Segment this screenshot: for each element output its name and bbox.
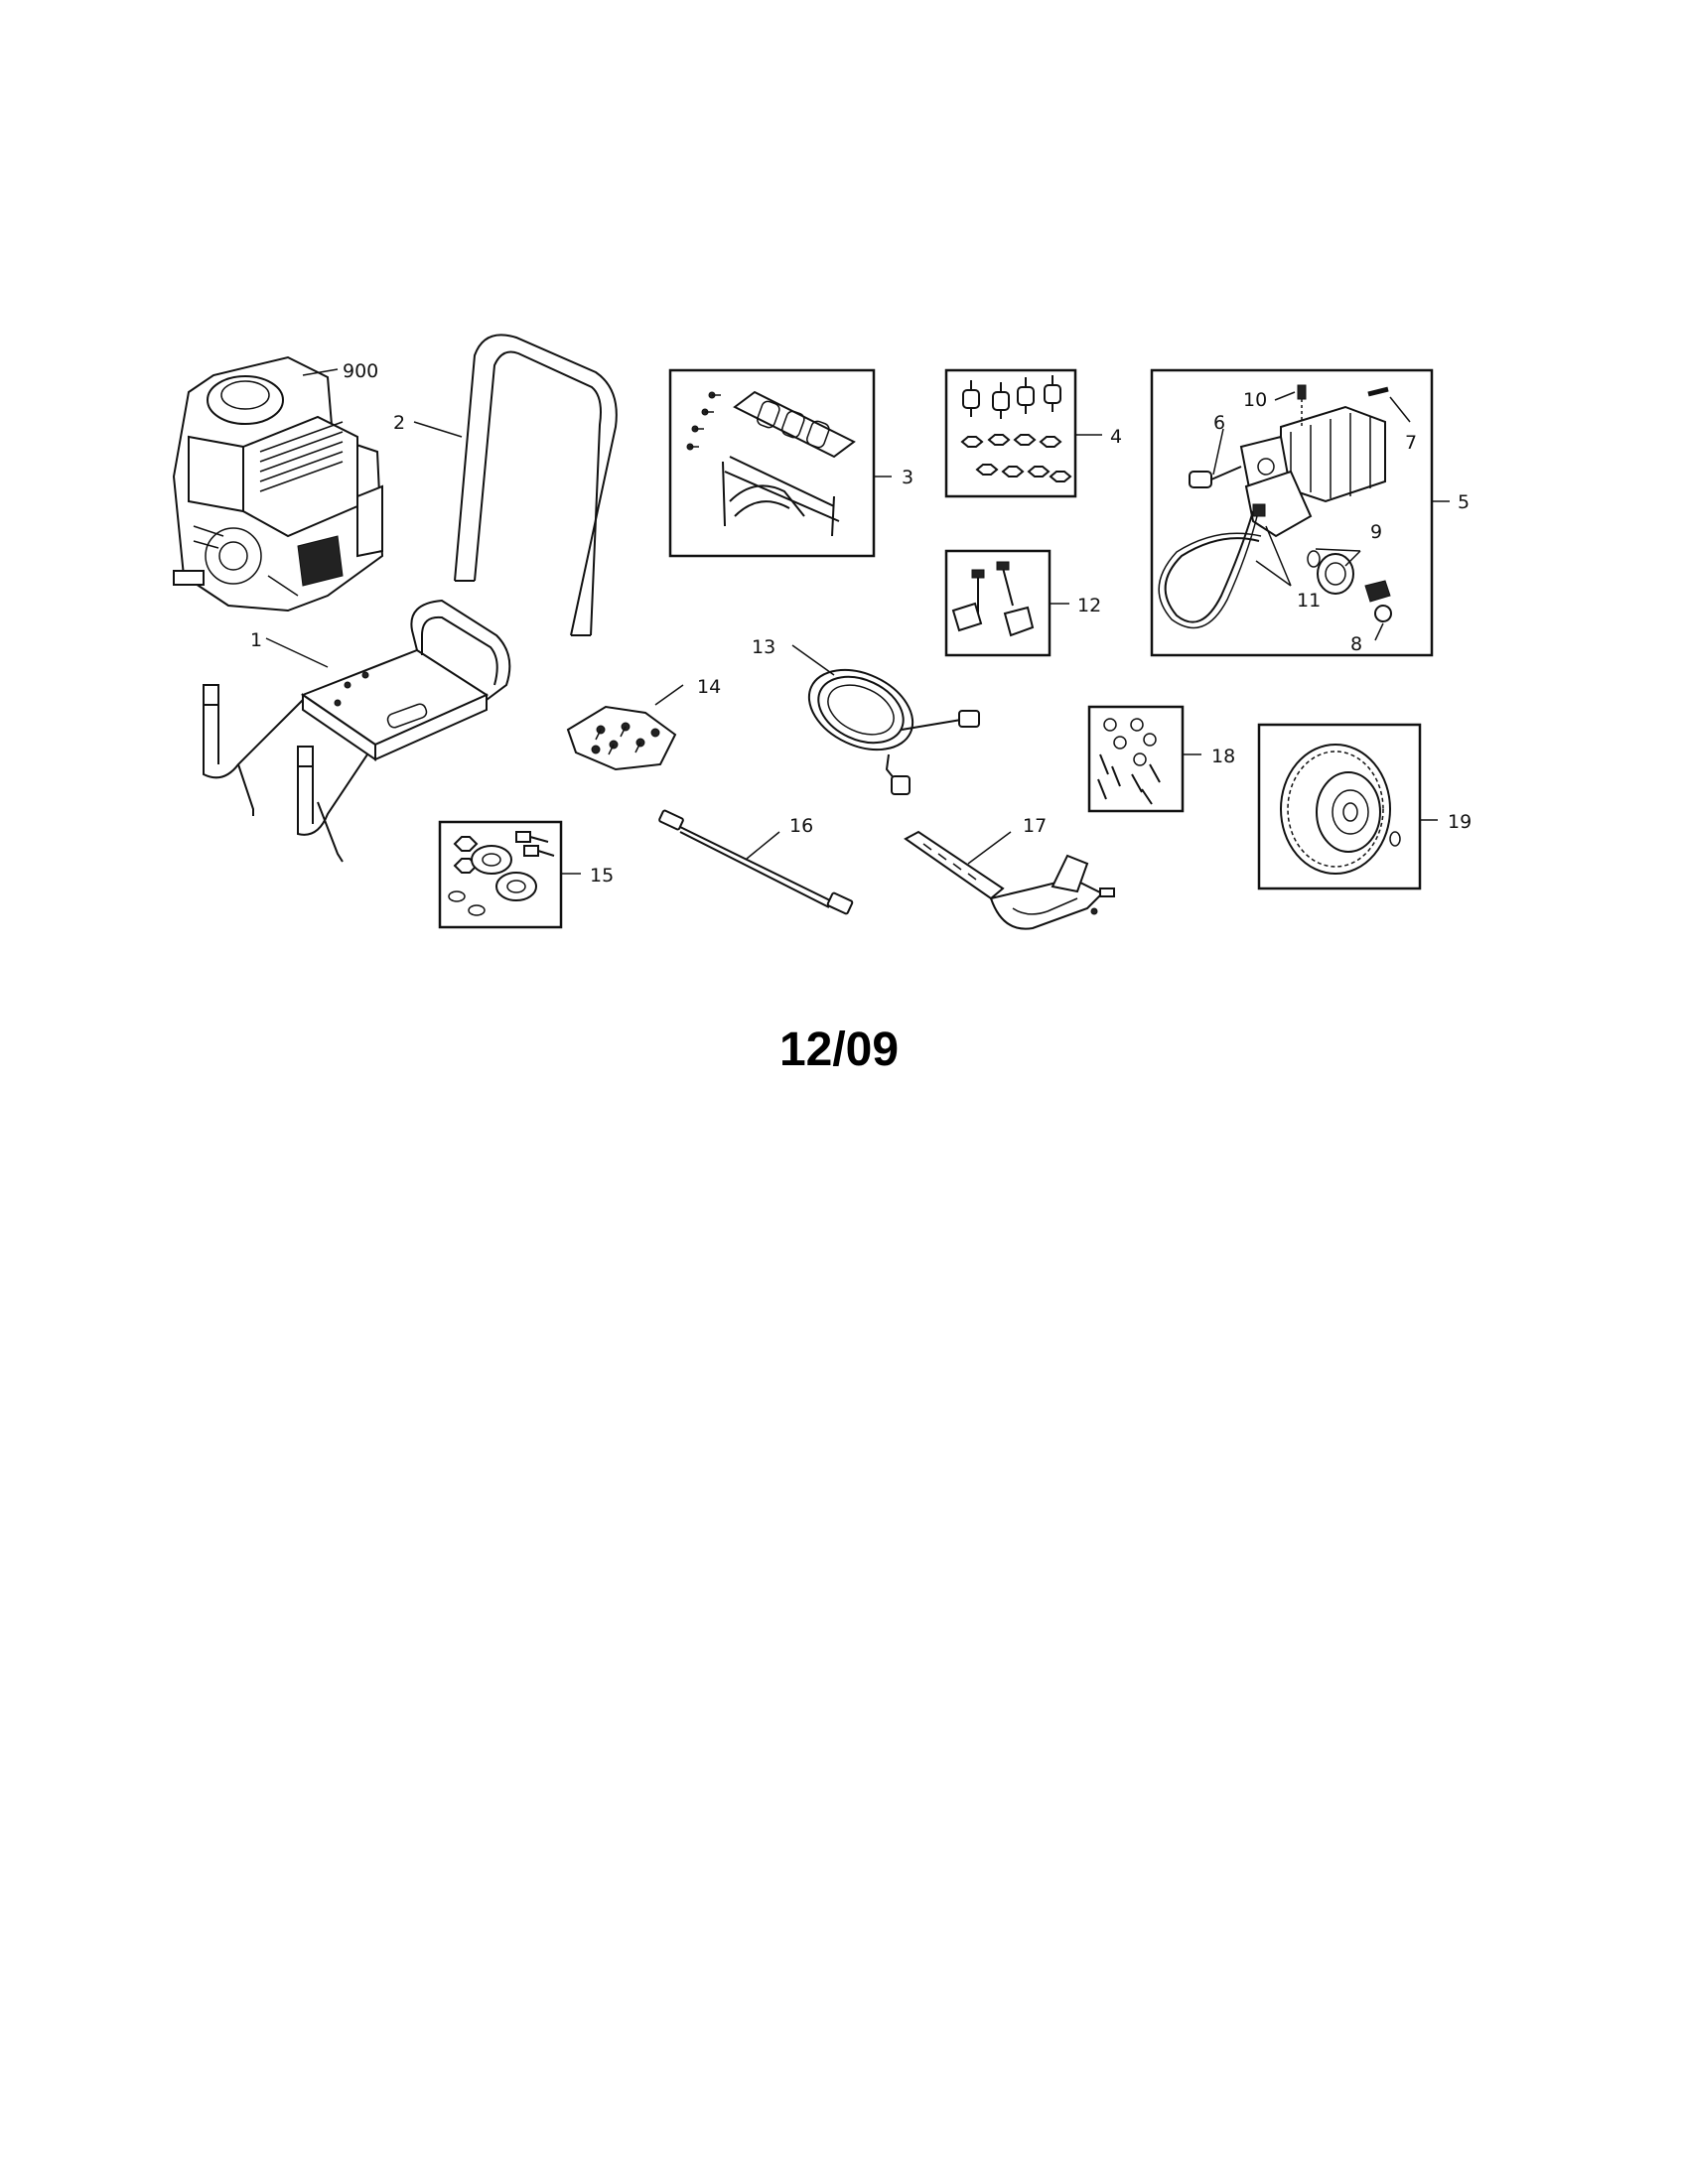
callout-1: 1 xyxy=(250,629,262,651)
callout-900: 900 xyxy=(343,360,378,382)
part-15-wheel-hardware-kit xyxy=(438,820,563,929)
callout-7: 7 xyxy=(1405,432,1417,454)
callout-17: 17 xyxy=(1023,815,1047,837)
callout-3: 3 xyxy=(902,467,913,488)
callout-18: 18 xyxy=(1211,746,1235,767)
leader-16 xyxy=(746,831,780,860)
callout-4: 4 xyxy=(1110,426,1122,448)
leader-10 xyxy=(1274,391,1296,401)
leader-11 xyxy=(1255,525,1292,587)
part-5-pump-assembly xyxy=(1150,368,1434,657)
callout-11: 11 xyxy=(1297,590,1321,612)
part-900-engine xyxy=(172,355,384,613)
part-19-wheel xyxy=(1257,723,1422,890)
callout-5: 5 xyxy=(1458,491,1470,513)
callout-13: 13 xyxy=(752,636,775,658)
leader-13 xyxy=(791,644,835,676)
callout-2: 2 xyxy=(393,412,405,434)
part-2-handle xyxy=(454,334,618,636)
callout-16: 16 xyxy=(789,815,813,837)
callout-6: 6 xyxy=(1213,412,1225,434)
leader-17 xyxy=(967,831,1012,865)
callout-9: 9 xyxy=(1370,521,1382,543)
leader-900 xyxy=(302,368,339,376)
leader-1 xyxy=(265,637,329,668)
callout-14: 14 xyxy=(697,676,721,698)
callout-15: 15 xyxy=(590,865,614,887)
leader-2 xyxy=(413,421,463,438)
leader-8 xyxy=(1374,622,1384,641)
leader-14 xyxy=(654,684,684,706)
part-1-frame xyxy=(203,599,511,863)
leader-7 xyxy=(1389,396,1411,423)
leader-9 xyxy=(1315,548,1361,567)
part-4-isolator-kit xyxy=(944,368,1077,498)
callout-10: 10 xyxy=(1243,389,1267,411)
callout-19: 19 xyxy=(1448,811,1472,833)
leader-6 xyxy=(1212,428,1224,476)
part-16-lance xyxy=(658,809,854,915)
part-13-hose xyxy=(807,668,980,795)
part-17-spray-gun xyxy=(904,830,1115,930)
part-12-bolt-kit xyxy=(944,549,1052,657)
part-14-hardware-bag xyxy=(566,705,677,771)
callout-12: 12 xyxy=(1077,595,1101,616)
part-18-screw-kit xyxy=(1087,705,1185,813)
part-3-bracket-kit xyxy=(668,368,876,558)
callout-8: 8 xyxy=(1350,633,1362,655)
date-code: 12/09 xyxy=(778,1024,900,1076)
